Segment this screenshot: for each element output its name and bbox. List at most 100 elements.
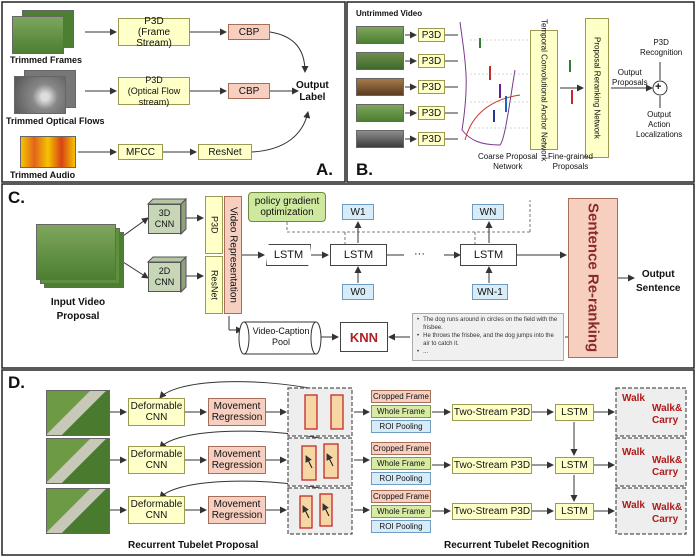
panel-d-border bbox=[1, 369, 695, 556]
action-walk-1: Walk bbox=[622, 393, 645, 404]
cbp-box-frame: CBP bbox=[228, 24, 270, 40]
caption-item: •The dog runs around in circles on the f… bbox=[417, 317, 558, 331]
optical-flow-thumb bbox=[14, 76, 66, 114]
resnet-box-c: ResNet bbox=[205, 256, 223, 314]
wn-1-box: WN-1 bbox=[472, 284, 508, 300]
video-frame-3 bbox=[356, 78, 404, 96]
knn-box: KNN bbox=[340, 322, 388, 352]
panel-b-arrows bbox=[405, 31, 661, 143]
p3d-box-4: P3D bbox=[418, 106, 445, 120]
lstm-box-1: LSTM bbox=[266, 244, 311, 266]
trimmed-flow-label: Trimmed Optical Flows bbox=[6, 116, 105, 126]
panel-c-tag: C. bbox=[8, 188, 25, 207]
proposal-bars bbox=[479, 38, 573, 122]
ellipsis: ··· bbox=[414, 248, 425, 260]
two-stream-p3d-3: Two-Stream P3D bbox=[452, 503, 532, 520]
prn-box: Proposal Reranking Network bbox=[585, 18, 609, 158]
roi-pooling-2: ROI Pooling bbox=[371, 472, 431, 485]
cropped-frame-1: Cropped Frame bbox=[371, 390, 431, 403]
action-walk-carry-2: Walk&Carry bbox=[652, 455, 683, 478]
frame-d-3 bbox=[46, 488, 110, 534]
panel-d-arrows bbox=[110, 381, 615, 515]
caption-item: •He throws the frisbee, and the dog jump… bbox=[417, 333, 554, 347]
panel-b-tag: B. bbox=[356, 160, 373, 179]
panel-d-tag: D. bbox=[8, 373, 25, 392]
recurrent-tubelet-recognition-caption: Recurrent Tubelet Recognition bbox=[444, 540, 590, 551]
whole-frame-1: Whole Frame bbox=[371, 405, 431, 418]
recurrent-tubelet-proposal-caption: Recurrent Tubelet Proposal bbox=[128, 540, 259, 551]
video-caption-pool-shape bbox=[238, 321, 322, 355]
resnet-box-audio: ResNet bbox=[198, 144, 252, 160]
p3d-box-5: P3D bbox=[418, 132, 445, 146]
roi-pooling-1: ROI Pooling bbox=[371, 420, 431, 433]
action-walk-3: Walk bbox=[622, 500, 645, 511]
lstm-box-2: LSTM bbox=[330, 244, 387, 266]
p3d-box-3: P3D bbox=[418, 80, 445, 94]
untrimmed-video-label: Untrimmed Video bbox=[356, 9, 423, 18]
trimmed-frames-label: Trimmed Frames bbox=[10, 55, 83, 65]
wn-box: WN bbox=[472, 204, 504, 220]
input-video-thumb bbox=[36, 224, 116, 280]
lstm-d-1: LSTM bbox=[555, 404, 594, 421]
panel-a-arrows bbox=[78, 28, 311, 156]
action-walk-2: Walk bbox=[622, 447, 645, 458]
cbp-box-flow: CBP bbox=[228, 83, 270, 99]
lstm-d-3: LSTM bbox=[555, 503, 594, 520]
p3d-flow-stream: P3D(Optical Flow stream) bbox=[118, 75, 190, 107]
action-walk-carry-3: Walk&Carry bbox=[652, 502, 683, 525]
caption-item: •... bbox=[417, 349, 429, 355]
audio-spectrogram-thumb bbox=[20, 136, 76, 168]
video-frame-4 bbox=[356, 104, 404, 122]
w0-box: W0 bbox=[342, 284, 374, 300]
panel-a-border bbox=[1, 1, 346, 183]
p3d-frame-stream: P3D(Frame Stream) bbox=[118, 16, 190, 49]
sentence-reranking-box: Sentence Re-ranking bbox=[568, 198, 618, 358]
cropped-frame-2: Cropped Frame bbox=[371, 442, 431, 455]
lstm-d-2: LSTM bbox=[555, 457, 594, 474]
action-walk-carry-1: Walk&Carry bbox=[652, 403, 683, 426]
plus-symbol: + bbox=[655, 81, 662, 93]
video-frame-1 bbox=[356, 26, 404, 44]
mfcc-box: MFCC bbox=[118, 144, 163, 160]
coarse-curve bbox=[459, 21, 516, 146]
video-frame-5 bbox=[356, 130, 404, 148]
panel-c-border bbox=[1, 183, 695, 369]
whole-frame-3: Whole Frame bbox=[371, 505, 431, 518]
p3d-box-1: P3D bbox=[418, 28, 445, 42]
trimmed-audio-label: Trimmed Audio bbox=[10, 170, 76, 180]
lstm-box-3: LSTM bbox=[460, 244, 517, 266]
panel-b-border bbox=[346, 1, 695, 183]
p3d-box-c: P3D bbox=[205, 196, 223, 254]
panel-a-tag: A. bbox=[316, 160, 333, 179]
whole-frame-2: Whole Frame bbox=[371, 457, 431, 470]
two-stream-p3d-1: Two-Stream P3D bbox=[452, 404, 532, 421]
frame-d-1 bbox=[46, 390, 110, 436]
plus-circle bbox=[652, 80, 668, 96]
two-stream-p3d-2: Two-Stream P3D bbox=[452, 457, 532, 474]
video-representation-box: Video Representation bbox=[224, 196, 242, 314]
roi-pooling-3: ROI Pooling bbox=[371, 520, 431, 533]
video-frame-2 bbox=[356, 52, 404, 70]
cropped-frame-3: Cropped Frame bbox=[371, 490, 431, 503]
tcan-box: Temporal Convolutional Anchor Network bbox=[530, 19, 558, 161]
p3d-box-2: P3D bbox=[418, 54, 445, 68]
frame-d-2 bbox=[46, 438, 110, 484]
w1-box: W1 bbox=[342, 204, 374, 220]
